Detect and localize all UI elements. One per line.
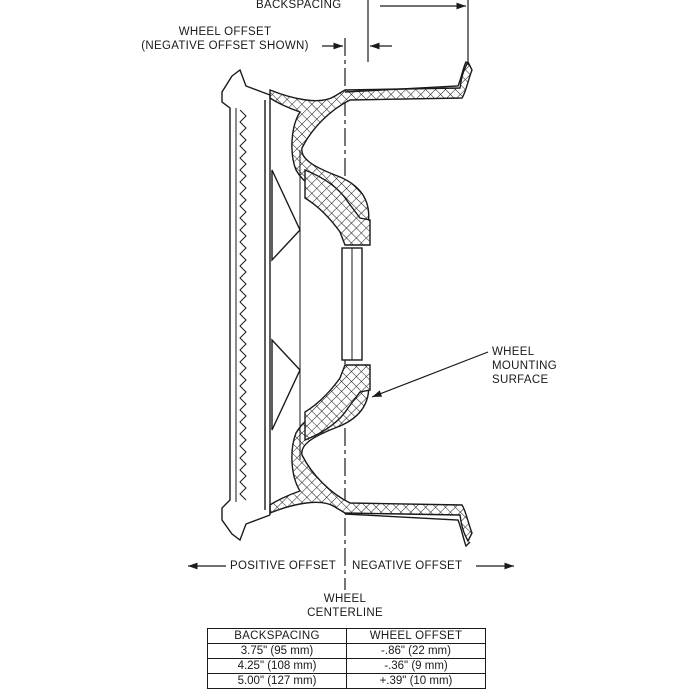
mounting-surface-label-line3: SURFACE [492, 374, 549, 386]
rim-face [264, 95, 271, 515]
negative-offset-label: NEGATIVE OFFSET [352, 560, 463, 572]
bead-serration [239, 109, 247, 501]
backspacing-label: BACKSPACING [256, 0, 342, 11]
barrel-outer-bottom [344, 513, 471, 548]
table-row: 5.00" (127 mm) +.39" (10 mm) [207, 673, 486, 689]
table-cell-wheel-offset: +.39" (10 mm) [346, 673, 486, 689]
table-cell-wheel-offset: -.36" (9 mm) [346, 658, 486, 674]
mounting-surface-leader [371, 351, 489, 398]
barrel-outer-top [344, 60, 471, 93]
center-hub-lower [304, 364, 371, 442]
table-header-wheel-offset: WHEEL OFFSET [346, 628, 486, 644]
wheel-centerline-label-line1: WHEEL [323, 593, 367, 605]
table-header-row: BACKSPACING WHEEL OFFSET [207, 628, 486, 644]
table-cell-backspacing: 5.00" (127 mm) [207, 673, 347, 689]
spoke-lower [271, 338, 301, 431]
wheel-body [221, 60, 473, 548]
spoke-upper [271, 169, 301, 262]
mounting-surface-label-line2: MOUNTING [492, 360, 558, 372]
wheel-offset-label-line1: WHEEL OFFSET [178, 26, 272, 38]
table-cell-backspacing: 4.25" (108 mm) [207, 658, 347, 674]
table-header-backspacing: BACKSPACING [207, 628, 347, 644]
backspacing-offset-table: BACKSPACING WHEEL OFFSET 3.75" (95 mm) -… [207, 628, 486, 689]
table-row: 3.75" (95 mm) -.86" (22 mm) [207, 643, 486, 659]
rim-lip-left [221, 68, 271, 542]
center-hub-upper [304, 168, 371, 246]
table-cell-backspacing: 3.75" (95 mm) [207, 643, 347, 659]
positive-offset-label: POSITIVE OFFSET [230, 560, 337, 572]
table-row: 4.25" (108 mm) -.36" (9 mm) [207, 658, 486, 674]
wheel-offset-label-line2: (NEGATIVE OFFSET SHOWN) [141, 40, 309, 52]
table-cell-wheel-offset: -.86" (22 mm) [346, 643, 486, 659]
wheel-centerline-label-line2: CENTERLINE [307, 607, 383, 619]
mounting-surface-label-line1: WHEEL [492, 346, 535, 358]
